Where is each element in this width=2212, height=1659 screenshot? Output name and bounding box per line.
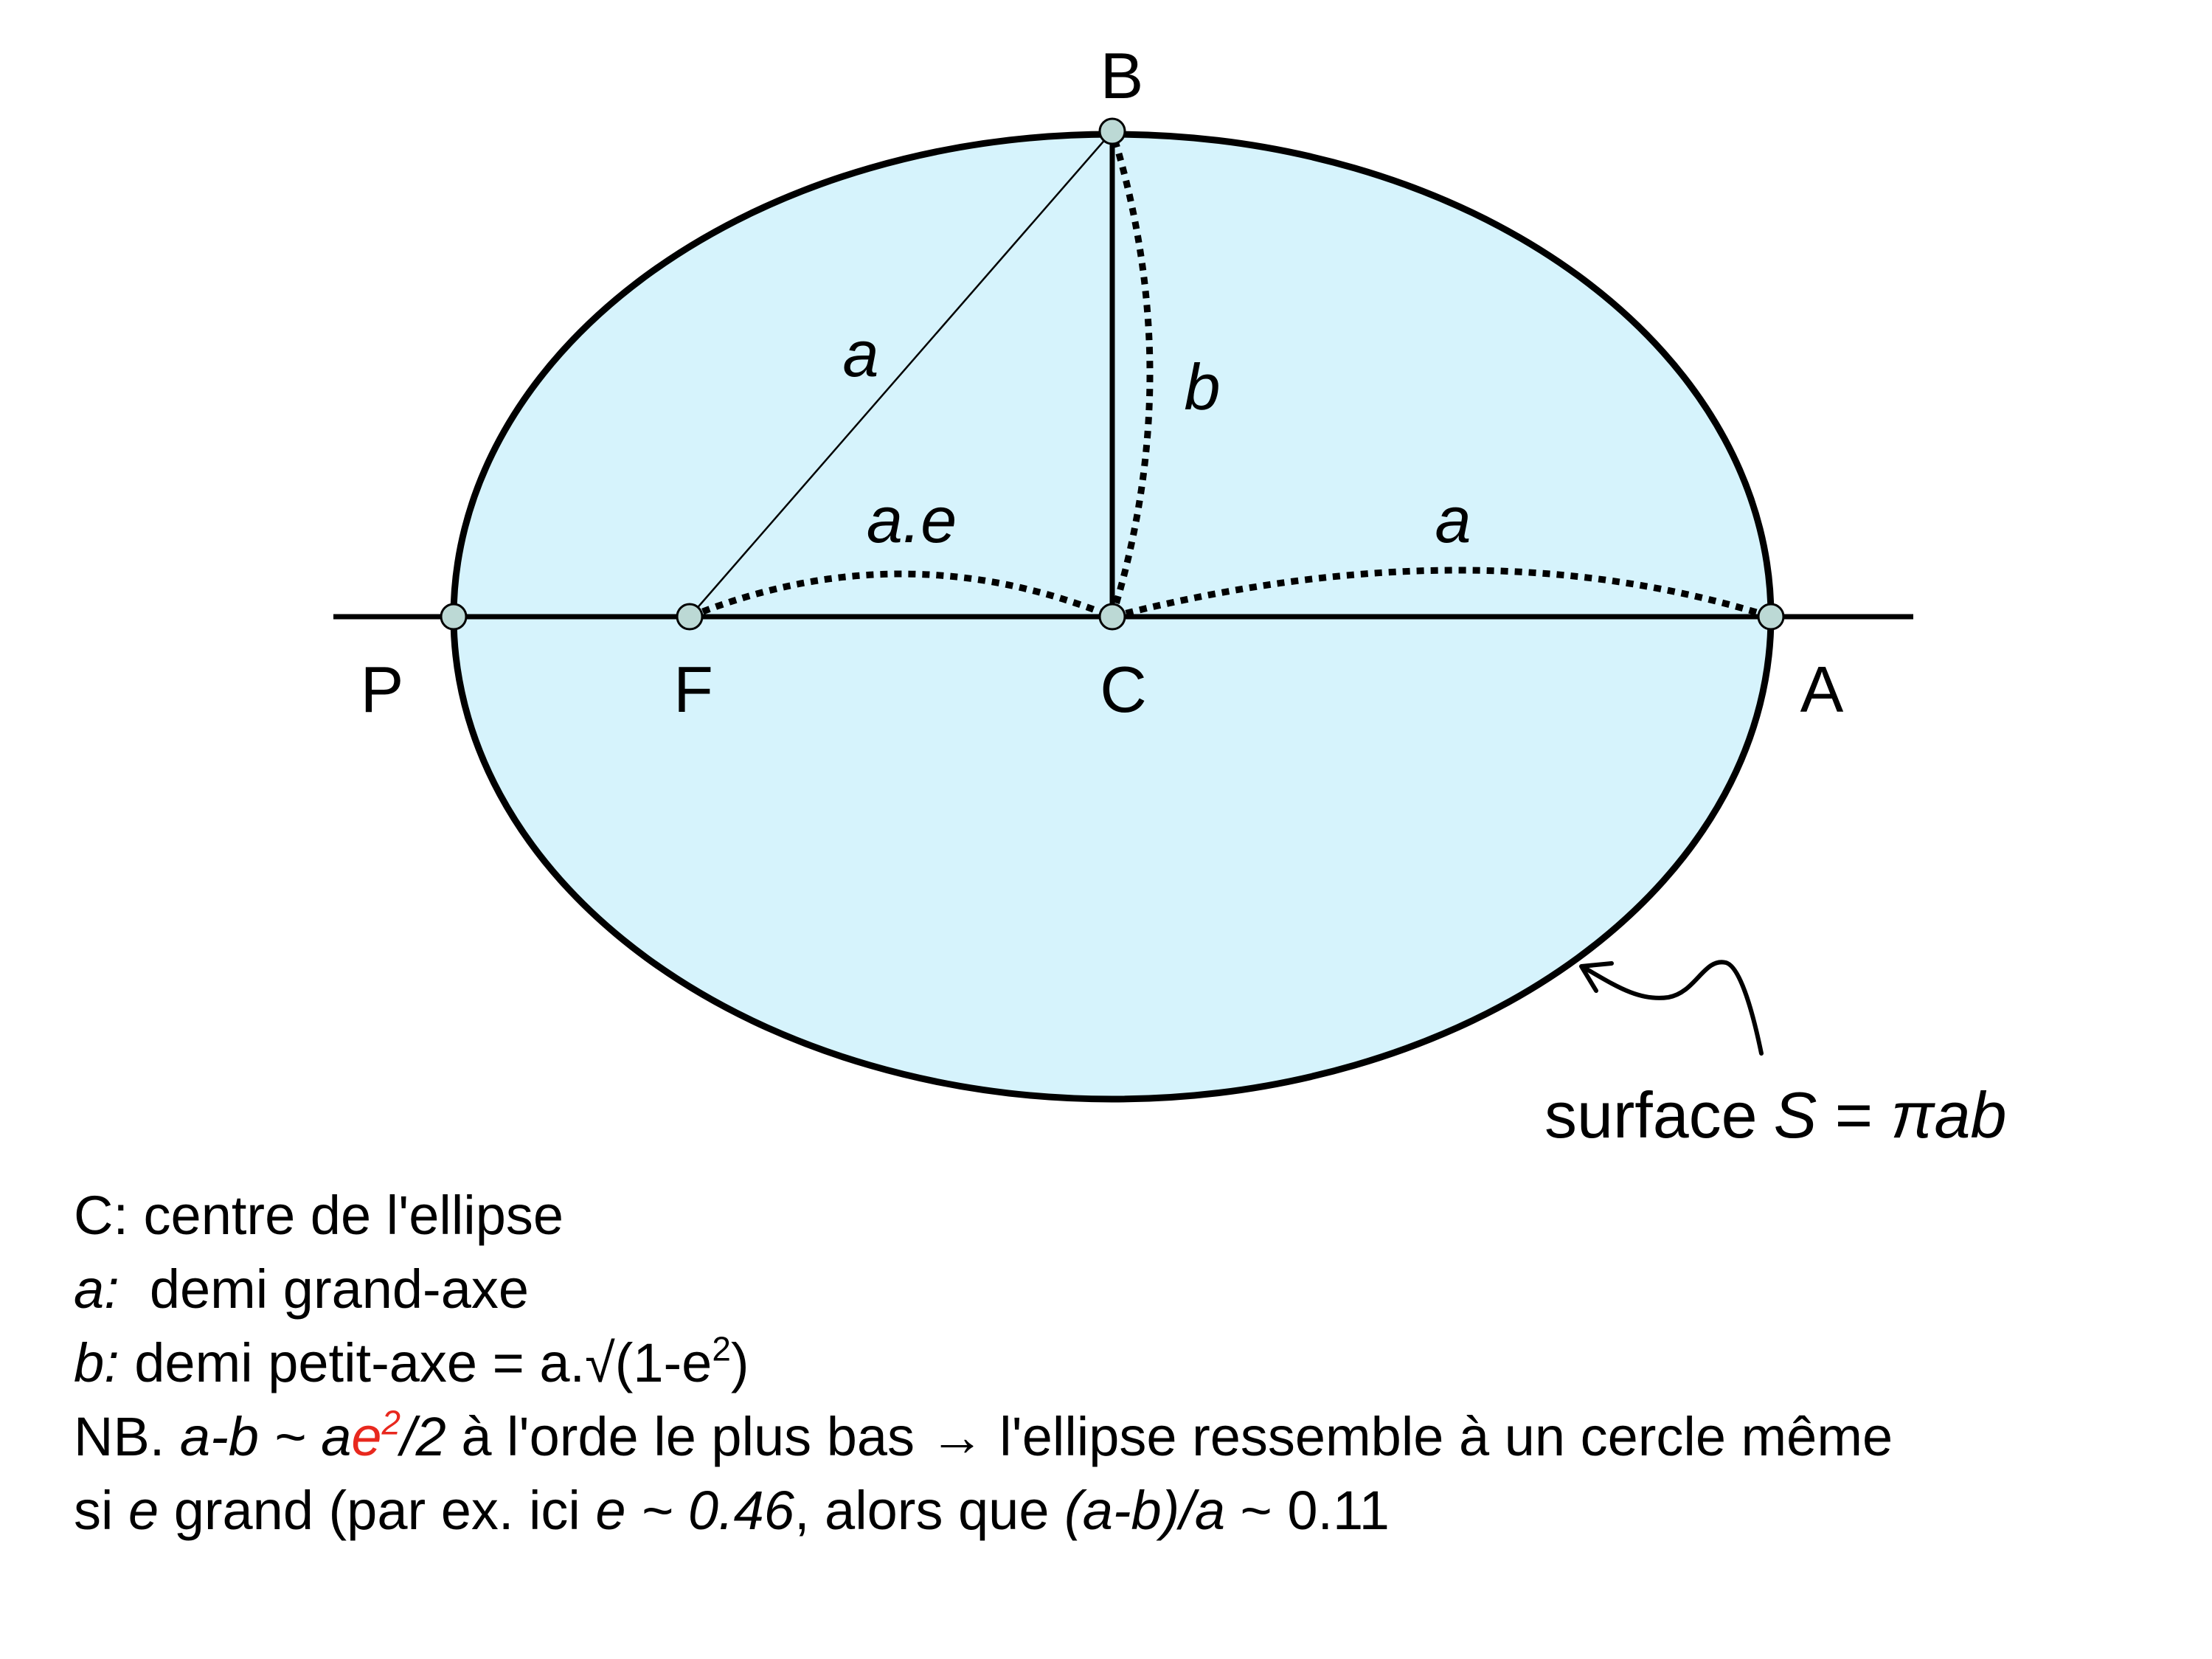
legend-example-ecc: e ~ 0.46 [595, 1480, 794, 1541]
legend-nb-expr: a-b ~ a [179, 1406, 352, 1467]
legend-line-major: a: demi grand-axe [74, 1253, 2183, 1326]
legend-minor-sup: 2 [712, 1329, 731, 1368]
dotted-arc-minor-semi-axis [1109, 130, 1154, 618]
label-F: F [673, 653, 713, 726]
legend-nb-div: /2 [401, 1406, 446, 1467]
label-focal-radius: a [843, 317, 879, 390]
label-minor-semi-axis: b [1185, 350, 1221, 423]
legend-center-text: C: centre de l'ellipse [74, 1185, 564, 1246]
legend-example-ratio: (a-b)/a [1064, 1480, 1225, 1541]
surface-word: surface [1544, 1078, 1758, 1151]
legend-example-e: e [128, 1480, 159, 1541]
point-B [1098, 117, 1126, 145]
legend-major-text: demi grand-axe [119, 1258, 530, 1320]
surface-symbol: S [1774, 1078, 1817, 1151]
legend-nb-prefix: NB. [74, 1406, 180, 1467]
label-A: A [1800, 653, 1844, 726]
legend-line-nb: NB. a-b ~ ae2/2 à l'orde le plus bas → l… [74, 1400, 2183, 1474]
dotted-arc-focal-distance [688, 570, 1114, 620]
legend-minor-var: b: [74, 1332, 119, 1393]
label-major-semi-axis: a [1435, 483, 1471, 556]
label-focal-distance: a.e [867, 483, 957, 556]
legend-major-var: a: [74, 1258, 119, 1320]
legend-line-minor: b: demi petit-axe = a.√(1-e2) [74, 1326, 2183, 1400]
legend-example-text1: grand (par ex. ici [159, 1480, 596, 1541]
point-C [1098, 603, 1126, 631]
legend-minor-end: ) [730, 1332, 749, 1393]
legend: C: centre de l'ellipse a: demi grand-axe… [74, 1179, 2183, 1548]
legend-example-si: si [74, 1480, 128, 1541]
focal-radius-line [689, 131, 1113, 617]
point-A [1757, 603, 1785, 631]
legend-nb-sup: 2 [381, 1403, 401, 1442]
legend-minor-text: demi petit-axe = a.√(1-e [119, 1332, 713, 1393]
legend-nb-e: e [351, 1406, 382, 1467]
arrow-head-icon [1579, 961, 1614, 993]
surface-formula-value: πab [1891, 1078, 2007, 1151]
point-P [440, 603, 468, 631]
legend-example-text2: , alors que [794, 1480, 1065, 1541]
label-C: C [1100, 653, 1147, 726]
label-P: P [361, 653, 404, 726]
legend-line-example: si e grand (par ex. ici e ~ 0.46, alors … [74, 1474, 2183, 1548]
point-F [676, 603, 704, 631]
surface-equals: = [1817, 1078, 1890, 1151]
surface-arrow-curve [1582, 960, 1764, 1056]
legend-example-text3: ~ 0.11 [1225, 1480, 1390, 1541]
legend-line-center: C: centre de l'ellipse [74, 1179, 2183, 1253]
dotted-arc-major-semi-axis [1111, 567, 1772, 620]
legend-nb-text: à l'orde le plus bas → l'ellipse ressemb… [445, 1406, 1893, 1467]
label-B: B [1100, 39, 1144, 112]
